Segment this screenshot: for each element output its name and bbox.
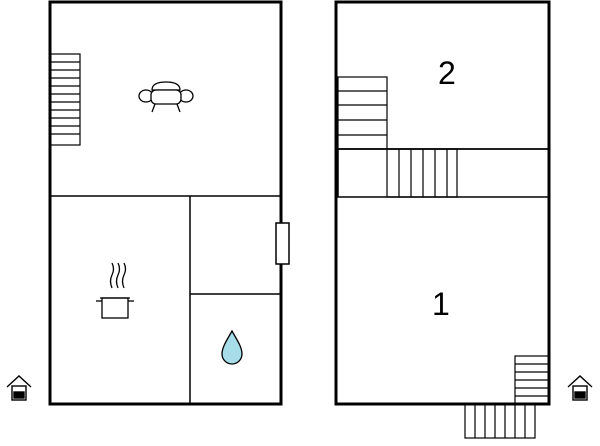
cooking-pot-icon [96, 262, 134, 319]
landing [337, 148, 550, 198]
floor-plan-right: 2 1 [334, 0, 593, 439]
room-label-2: 2 [438, 55, 456, 91]
house-entrance-icon [6, 375, 32, 401]
floor-plan-left [6, 0, 290, 406]
left-floor-outline [48, 0, 283, 406]
staircase-lower-right [514, 355, 550, 405]
staircase-upper [337, 76, 388, 150]
house-entrance-icon [567, 375, 593, 401]
staircase-left [49, 53, 81, 146]
room-label-1: 1 [432, 286, 450, 322]
outside-steps [464, 403, 536, 439]
water-drop-icon [221, 329, 243, 365]
sofa-icon [138, 81, 194, 113]
right-floor-outline [334, 0, 551, 406]
staircase-landing [386, 148, 458, 198]
window [275, 222, 290, 265]
